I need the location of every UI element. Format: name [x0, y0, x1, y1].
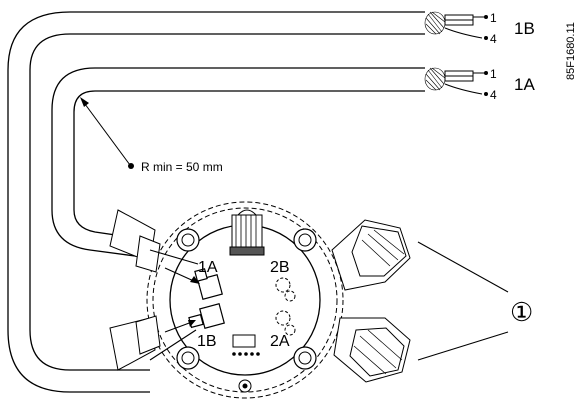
gland-right-upper	[331, 219, 411, 291]
gland-left-upper	[109, 209, 161, 273]
port-label-2b: 2B	[270, 259, 290, 276]
terminal-strip	[232, 334, 260, 356]
port-connector-1a	[194, 268, 223, 300]
wire-label-1b-1: 1	[490, 11, 497, 25]
gland-left-lower	[109, 315, 161, 371]
cable-label-1b: 1B	[514, 19, 535, 38]
document-id: 85F1680.11	[565, 22, 577, 80]
cable-shield-1b	[424, 11, 446, 35]
terminal-dot-1a-1	[484, 71, 488, 75]
terminal-dot-1a-4	[484, 92, 488, 96]
port-connector-2a	[275, 310, 296, 336]
cable-1a	[51, 67, 425, 259]
wire-label-1a-4: 4	[490, 88, 497, 102]
wires-1b	[444, 14, 485, 39]
port-arrows	[164, 267, 200, 333]
callout-lines	[417, 241, 509, 361]
top-connector	[229, 209, 265, 256]
cable-1b	[7, 11, 425, 393]
wire-label-1b-4: 4	[490, 32, 497, 46]
radius-indicator	[80, 97, 134, 169]
port-label-1a: 1A	[198, 259, 218, 276]
terminal-dot-1b-4	[484, 36, 488, 40]
gland-right-lower	[333, 317, 411, 383]
cable-feeds	[149, 249, 199, 361]
wire-label-1a-1: 1	[490, 67, 497, 81]
radius-label: R min = 50 mm	[141, 160, 223, 174]
junction-box	[146, 201, 344, 399]
terminal-dot-1b-1	[484, 15, 488, 19]
port-connector-2b	[275, 277, 296, 302]
callout-symbol: ①	[510, 297, 533, 327]
cable-label-1a: 1A	[514, 75, 535, 94]
port-label-2a: 2A	[270, 333, 290, 350]
wires-1a	[444, 70, 485, 95]
port-label-1b: 1B	[197, 333, 217, 350]
cable-shield-1a	[424, 67, 446, 91]
